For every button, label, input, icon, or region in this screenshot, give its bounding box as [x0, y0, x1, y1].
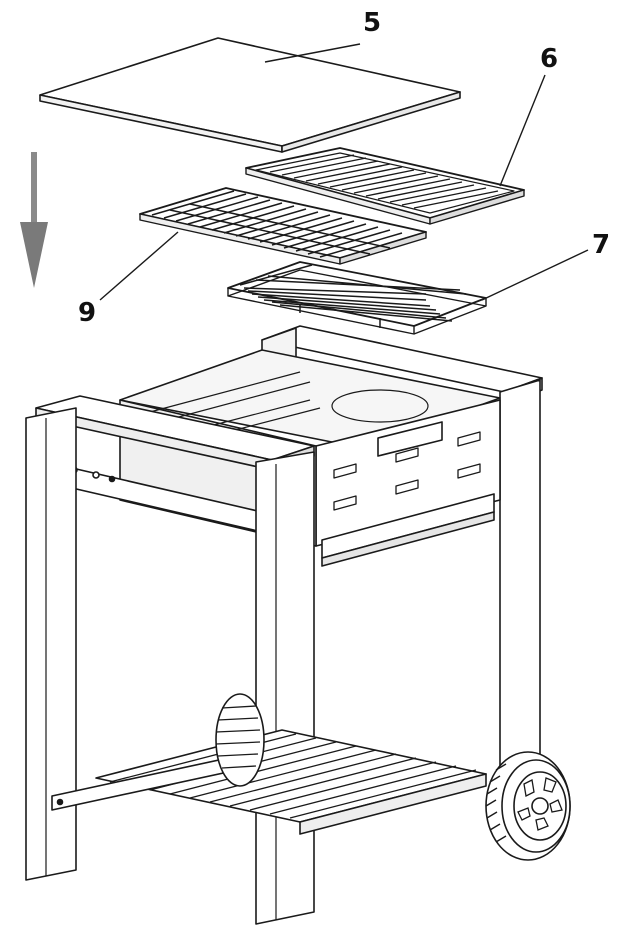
- callout-9: 9: [78, 298, 97, 328]
- callout-6: 6: [540, 44, 559, 74]
- cooking-grid-part: [140, 188, 426, 264]
- cart-frame: [26, 326, 542, 924]
- assembly-direction-arrow: [20, 152, 48, 288]
- leader-lines: [100, 44, 588, 300]
- griddle-tray-part: [246, 148, 524, 224]
- front-wheel: [486, 752, 570, 860]
- callout-5: 5: [363, 8, 382, 38]
- callout-7: 7: [592, 230, 611, 260]
- lid-plate-part: [40, 38, 460, 152]
- rear-wheel: [216, 694, 264, 786]
- grill-grate-part: [228, 262, 486, 334]
